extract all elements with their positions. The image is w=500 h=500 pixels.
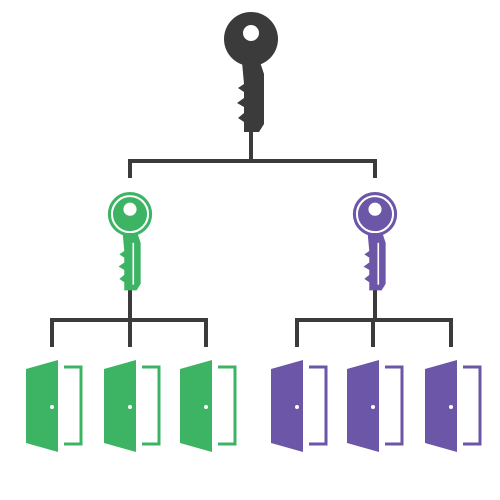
connectors — [50, 128, 453, 347]
door-icon — [425, 360, 482, 452]
door-icon — [347, 360, 404, 452]
door-icon — [26, 360, 83, 452]
nodes — [26, 12, 482, 452]
master-key-icon — [224, 12, 278, 132]
door-icon — [180, 360, 237, 452]
door-icon — [271, 360, 328, 452]
door-icon — [104, 360, 161, 452]
key-icon — [352, 192, 398, 291]
key-icon — [107, 192, 153, 291]
